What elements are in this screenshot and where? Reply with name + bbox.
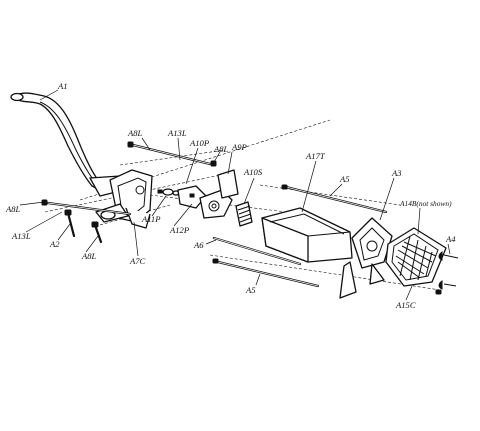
label-a3: A3 bbox=[391, 168, 402, 178]
leader-lines bbox=[19, 89, 451, 301]
rod-a5-top bbox=[281, 184, 388, 214]
pins-a4 bbox=[435, 250, 459, 295]
label-a1: A1 bbox=[57, 81, 68, 91]
label-a9p: A9P bbox=[231, 142, 248, 152]
label-a17t: A17T bbox=[305, 151, 326, 161]
label-a6: A6 bbox=[193, 240, 204, 250]
label-a11p: A11P bbox=[141, 214, 161, 224]
rod-a5-bottom bbox=[212, 258, 320, 288]
label-a14b: A14B(not shown) bbox=[399, 199, 452, 208]
label-a13l-left: A13L bbox=[11, 231, 31, 241]
pusher-grid-a10s bbox=[235, 201, 253, 227]
handle-lever-a1 bbox=[10, 92, 125, 197]
label-a12p: A12P bbox=[169, 225, 190, 235]
label-a8l-top: A8L bbox=[127, 128, 143, 138]
rod-a6 bbox=[212, 236, 302, 266]
label-a7c: A7C bbox=[129, 256, 146, 266]
label-a5-top: A5 bbox=[339, 174, 350, 184]
blade-cartridge-a15c bbox=[385, 227, 447, 287]
label-a8l-bottom: A8L bbox=[81, 251, 97, 261]
left-frame-a7c bbox=[95, 169, 153, 229]
label-a15c: A15C bbox=[395, 300, 416, 310]
label-a5-bottom: A5 bbox=[245, 285, 256, 295]
label-a10p: A10P bbox=[189, 138, 210, 148]
label-a8l-left: A8L bbox=[5, 204, 21, 214]
label-a10s: A10S bbox=[243, 167, 263, 177]
label-a2: A2 bbox=[49, 239, 60, 249]
screw-a8l-bottom bbox=[91, 221, 103, 244]
bolt-a2 bbox=[64, 209, 76, 238]
label-a8l-mid: A8L bbox=[213, 144, 229, 154]
lower-rod-a13l bbox=[46, 201, 132, 216]
upper-rod-a13l bbox=[131, 143, 212, 166]
part-labels: A1 A8L A13L A10P A8L A9P A10S A17T A5 A3… bbox=[5, 81, 456, 310]
pin-a11p bbox=[157, 188, 180, 196]
screw-a8l-mid bbox=[210, 160, 217, 167]
screw-a8l-top bbox=[127, 141, 134, 148]
label-a4: A4 bbox=[445, 234, 456, 244]
trough-a17t bbox=[261, 207, 353, 263]
label-a13l-top: A13L bbox=[167, 128, 187, 138]
pusher-block-a9p bbox=[217, 169, 239, 199]
